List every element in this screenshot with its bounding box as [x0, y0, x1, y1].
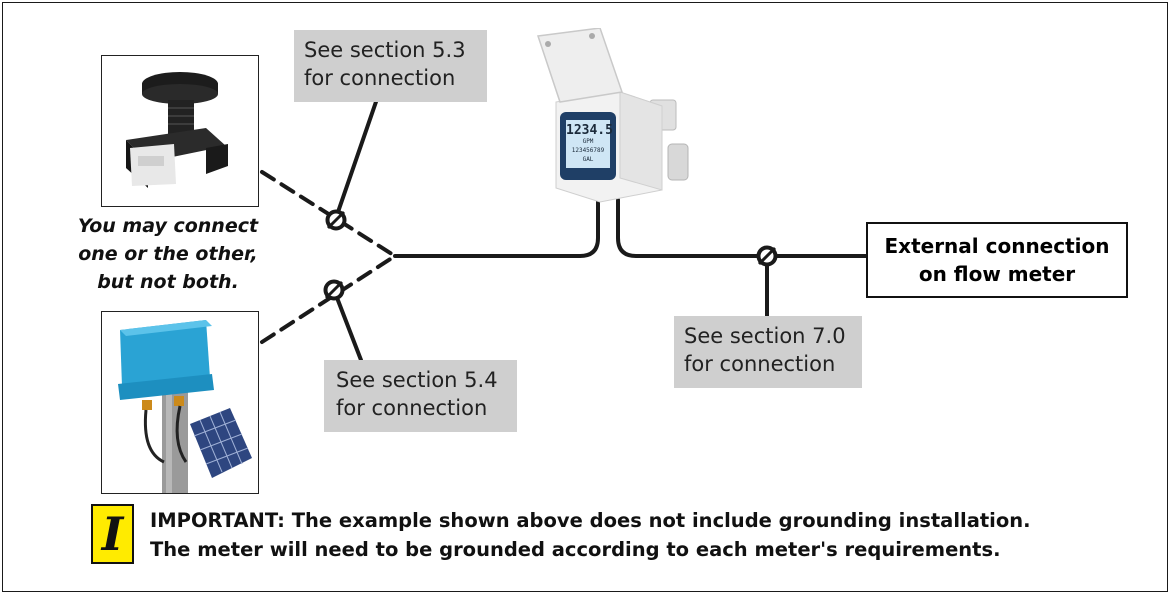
cable-to-external — [616, 198, 868, 258]
flow-meter-illustration: 1234.5 GPM 123456789 GAL — [530, 27, 700, 208]
leader-5-4 — [332, 288, 363, 362]
important-icon-letter: I — [101, 507, 124, 561]
external-box-line-1: External connection — [884, 234, 1110, 258]
callout-7-0-line-2: for connection — [684, 352, 836, 376]
callout-5-4-line-1: See section 5.4 — [336, 368, 498, 392]
note-line-1: You may connect — [77, 215, 259, 237]
either-or-note: You may connect one or the other, but no… — [52, 212, 284, 296]
callout-5-3-line-2: for connection — [304, 66, 456, 90]
transmitter-illustration — [126, 72, 228, 188]
important-notice: IMPORTANT: The example shown above does … — [150, 506, 1031, 564]
callout-5-3-line-1: See section 5.3 — [304, 38, 466, 62]
external-connection-box: External connection on flow meter — [866, 222, 1128, 298]
important-line-1: IMPORTANT: The example shown above does … — [150, 509, 1031, 532]
cable-to-meter — [393, 198, 600, 258]
important-line-2: The meter will need to be grounded accor… — [150, 538, 1001, 561]
note-line-3: but not both. — [97, 271, 239, 293]
callout-section-5-4: See section 5.4 for connection — [324, 360, 517, 432]
external-box-line-2: on flow meter — [918, 262, 1076, 286]
meter-display: 1234.5 GPM 123456789 GAL — [566, 123, 613, 164]
meter-unit: GPM — [582, 138, 594, 145]
callout-section-7-0: See section 7.0 for connection — [674, 316, 862, 388]
callout-5-4-line-2: for connection — [336, 396, 488, 420]
leader-5-3 — [336, 94, 380, 214]
solar-sensor-illustration — [118, 320, 252, 493]
meter-reading: 1234.5 — [566, 123, 613, 138]
meter-total: 123456789 — [571, 147, 605, 154]
wireless-transmitter-photo — [101, 55, 259, 207]
dashed-wire-bottom — [260, 254, 397, 344]
callout-7-0-line-1: See section 7.0 — [684, 324, 846, 348]
callout-section-5-3: See section 5.3 for connection — [294, 30, 487, 102]
important-info-icon: I — [91, 504, 134, 564]
note-line-2: one or the other, — [78, 243, 258, 265]
solar-sensor-photo — [101, 311, 259, 494]
meter-total-unit: GAL — [582, 156, 594, 163]
